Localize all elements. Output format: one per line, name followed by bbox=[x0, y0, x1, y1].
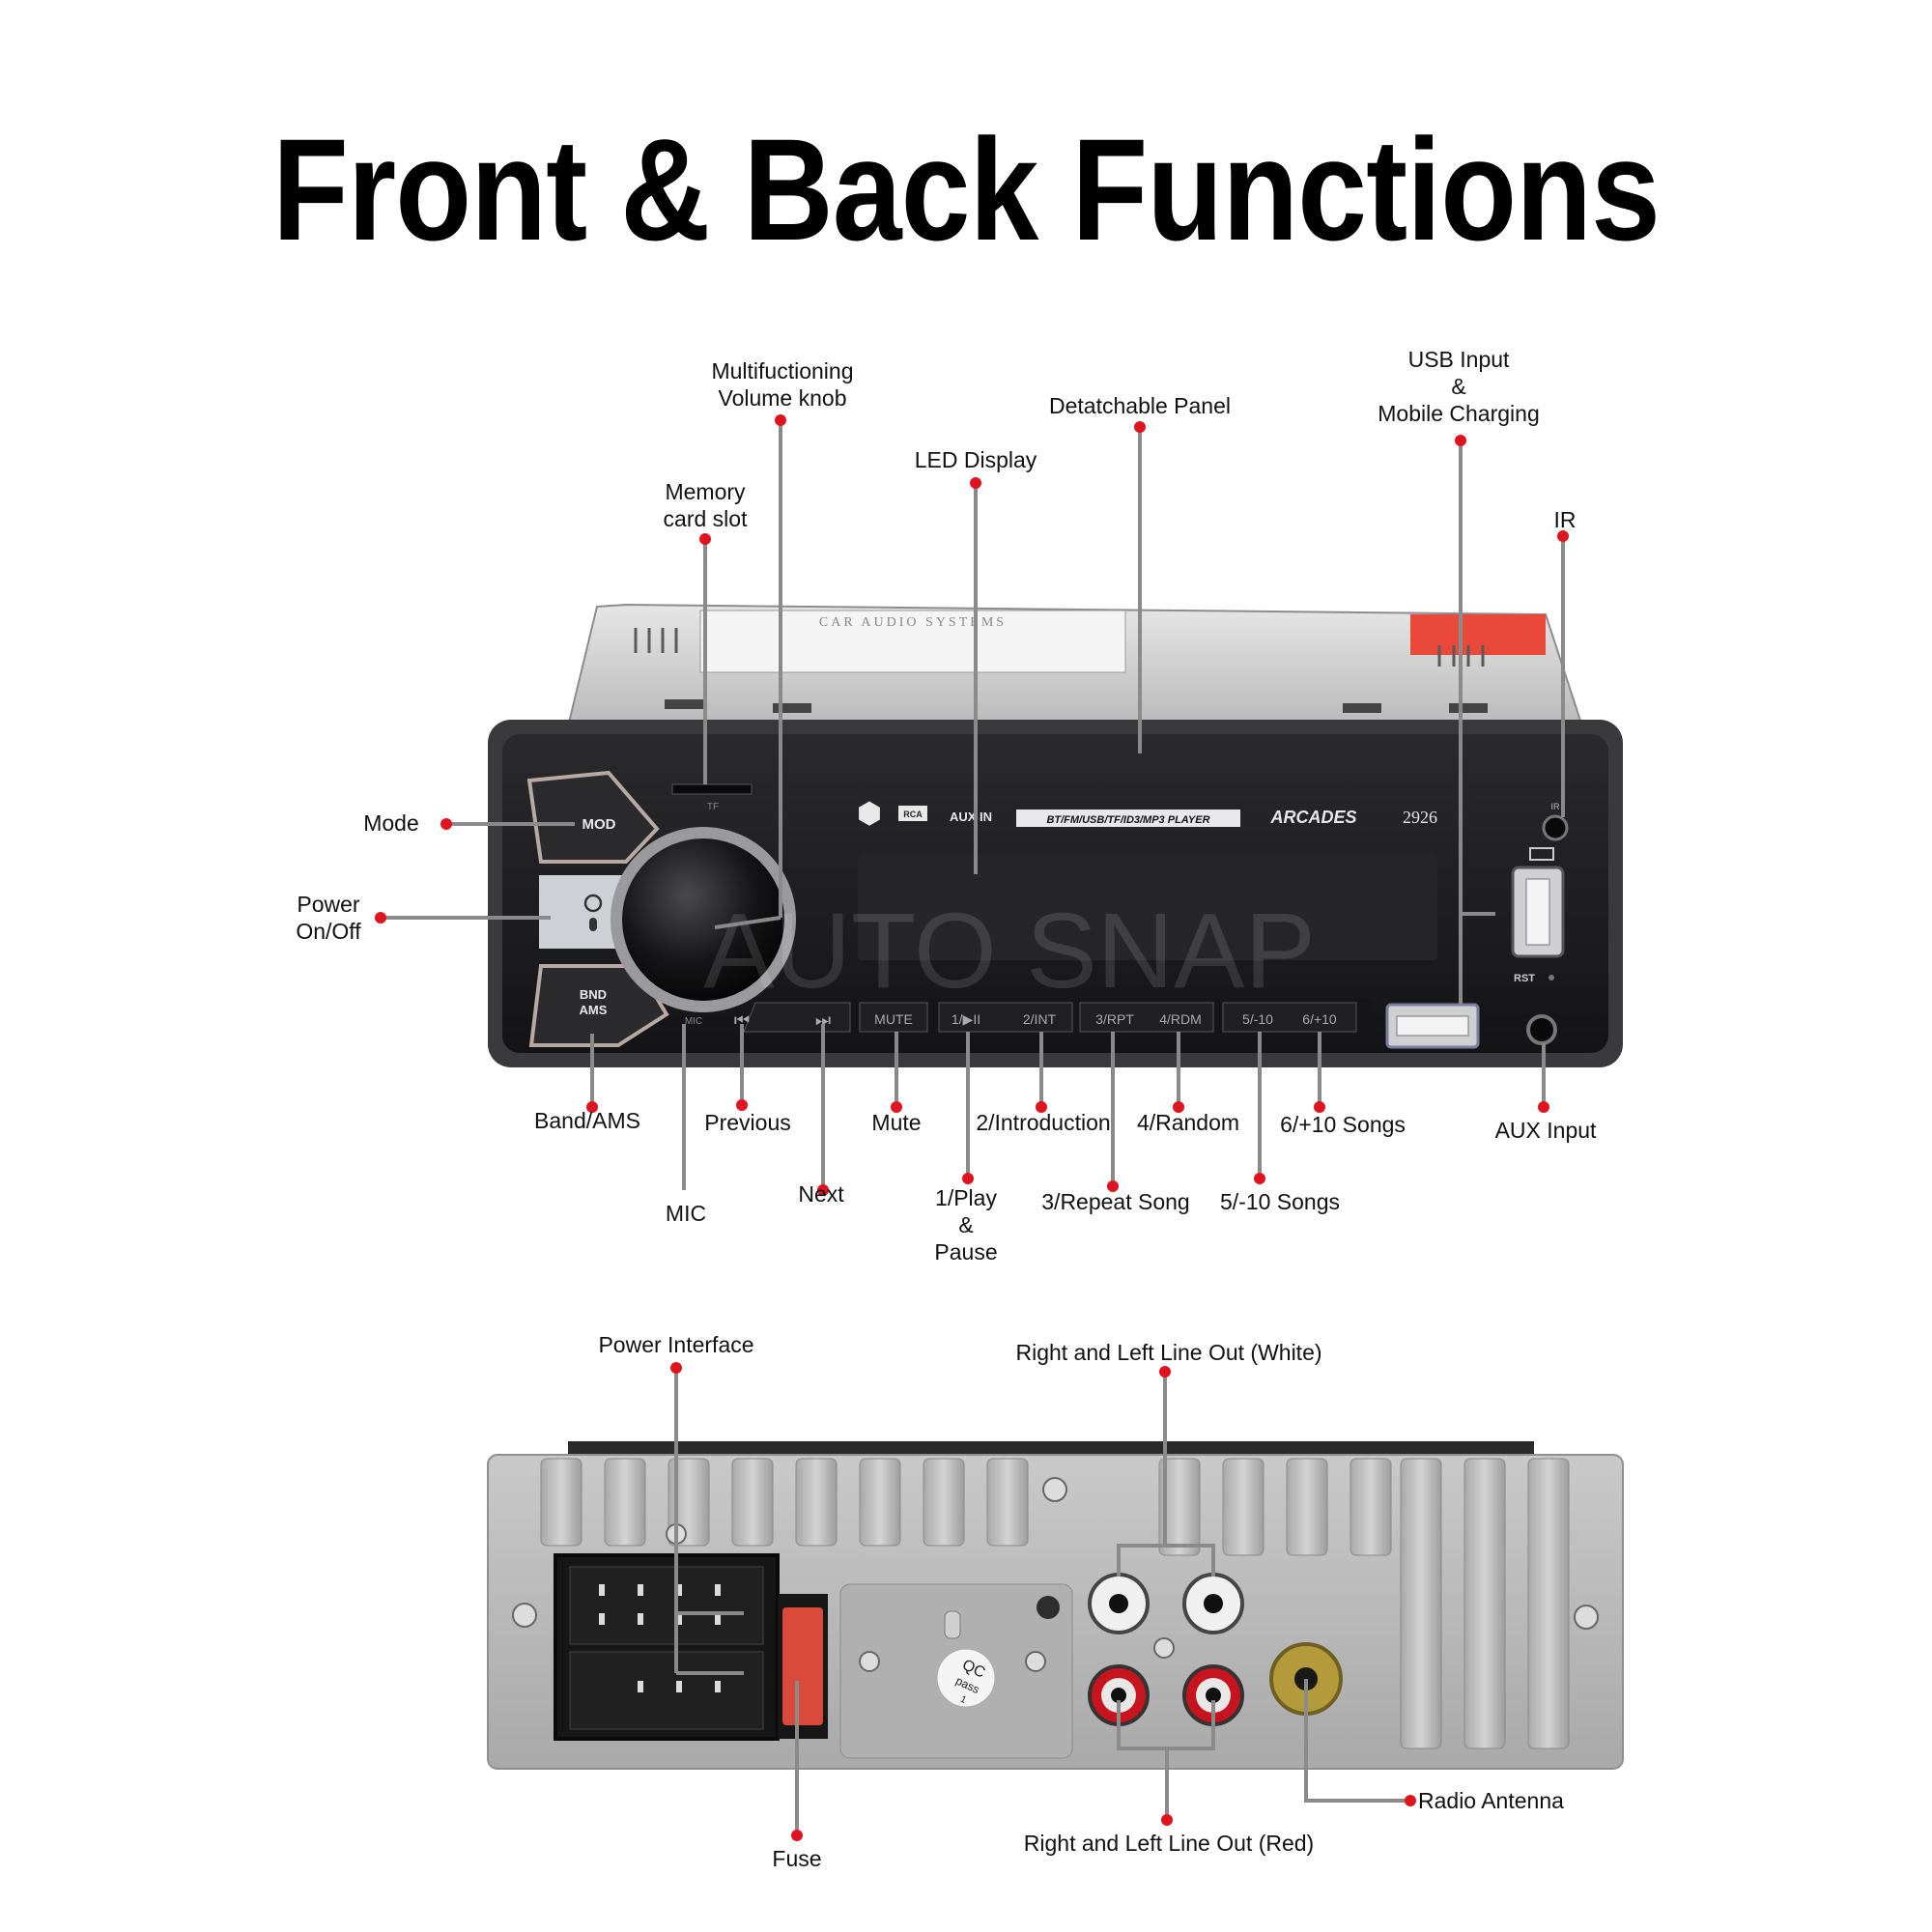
label-mic: MIC bbox=[665, 1201, 707, 1226]
label-usb-input: USB Input & Mobile Charging bbox=[1378, 347, 1540, 426]
player-text: BT/FM/USB/TF/ID3/MP3 PLAYER bbox=[1046, 814, 1209, 826]
label-volume-knob-line1: Multifuctioning bbox=[711, 358, 854, 384]
red-sticker bbox=[1410, 614, 1546, 655]
btn-6-label: 6/+10 bbox=[1302, 1011, 1337, 1027]
watermark: AUTO SNAP bbox=[703, 892, 1316, 1010]
page-title: Front & Back Functions bbox=[272, 108, 1661, 270]
label-band-ams: Band/AMS bbox=[534, 1108, 640, 1133]
next-icon: ⏭ bbox=[815, 1010, 831, 1030]
ir-text: IR bbox=[1551, 802, 1561, 811]
tf-label: TF bbox=[707, 802, 719, 812]
usb-port-upper-inner bbox=[1525, 878, 1550, 946]
mic-icon bbox=[589, 918, 597, 931]
ir-sensor bbox=[1542, 814, 1569, 841]
qc-text-3: 1 bbox=[958, 1694, 968, 1707]
label-volume-knob-line2: Volume knob bbox=[718, 385, 847, 411]
prev-icon: ⏮ bbox=[734, 1010, 750, 1030]
aux-icon-label: AUX IN bbox=[950, 810, 992, 824]
iso-connector-lower bbox=[569, 1651, 764, 1730]
android-icon: ⬢ bbox=[857, 798, 882, 830]
label-memory-card: Memory card slot bbox=[663, 479, 748, 531]
mod-button-label: MOD bbox=[582, 816, 616, 833]
back-unit: QC pass 1 bbox=[487, 1441, 1624, 1770]
prev-next-button[interactable] bbox=[743, 1002, 851, 1033]
btn-2-label: 2/INT bbox=[1023, 1011, 1057, 1027]
qc-sticker bbox=[936, 1648, 996, 1708]
heatsink-fins bbox=[540, 1458, 1570, 1749]
screws bbox=[512, 1477, 1599, 1672]
label-random: 4/Random bbox=[1136, 1110, 1240, 1135]
btn-1-label: 1/▶II bbox=[952, 1011, 980, 1027]
tf-card-slot bbox=[671, 783, 753, 795]
rca-white-left-hole bbox=[1204, 1594, 1223, 1613]
mic-label-on-panel: MIC bbox=[685, 1016, 702, 1027]
top-vents bbox=[634, 628, 1485, 667]
mute-button-label: MUTE bbox=[874, 1011, 913, 1027]
label-next: Next bbox=[798, 1181, 844, 1207]
label-play-pause: 1/Play & Pause bbox=[934, 1185, 998, 1264]
btn-3-label: 3/RPT bbox=[1095, 1011, 1134, 1027]
iso-connector-upper bbox=[569, 1566, 764, 1645]
mod-button[interactable] bbox=[526, 770, 660, 864]
btn-5-6[interactable] bbox=[1222, 1002, 1357, 1033]
rca-red-left-hole bbox=[1206, 1688, 1221, 1703]
top-label-text: CAR AUDIO SYSTEMS bbox=[819, 615, 1007, 630]
aux-port[interactable] bbox=[1526, 1014, 1557, 1045]
label-repeat: 3/Repeat Song bbox=[1041, 1189, 1190, 1214]
mount-hole bbox=[1037, 1596, 1060, 1619]
label-power-interface: Power Interface bbox=[598, 1332, 754, 1357]
bnd-button-label: BND bbox=[580, 987, 607, 1002]
label-line-out-white: Right and Left Line Out (White) bbox=[1015, 1340, 1322, 1365]
btn-4-label: 4/RDM bbox=[1159, 1011, 1202, 1027]
btn-5-label: 5/-10 bbox=[1242, 1011, 1273, 1027]
charge-icon bbox=[1529, 847, 1554, 861]
rst-label: RST bbox=[1514, 973, 1535, 984]
clip-slots bbox=[665, 699, 1488, 713]
front-unit: CAR AUDIO SYSTEMS MOD bbox=[488, 603, 1623, 1067]
model-label: 2926 bbox=[1403, 808, 1437, 827]
rca-red-right-hole bbox=[1111, 1688, 1126, 1703]
label-mode: Mode bbox=[363, 810, 419, 836]
label-plus10: 6/+10 Songs bbox=[1280, 1112, 1406, 1137]
label-mute: Mute bbox=[871, 1110, 922, 1135]
volume-knob[interactable] bbox=[622, 838, 784, 1001]
marker-dots bbox=[375, 414, 1569, 1841]
fuse bbox=[782, 1607, 823, 1725]
label-aux-input: AUX Input bbox=[1494, 1118, 1597, 1143]
label-introduction: 2/Introduction bbox=[976, 1110, 1111, 1135]
connector-pins bbox=[599, 1584, 721, 1692]
rca-white-right-hole bbox=[1109, 1594, 1128, 1613]
power-icon bbox=[583, 894, 603, 913]
label-minus10: 5/-10 Songs bbox=[1219, 1189, 1341, 1214]
ams-button-label: AMS bbox=[580, 1003, 608, 1017]
btn-3-4[interactable] bbox=[1079, 1002, 1214, 1033]
label-detachable-panel: Detatchable Panel bbox=[1049, 393, 1231, 418]
mute-button[interactable] bbox=[859, 1002, 928, 1033]
label-radio-antenna: Radio Antenna bbox=[1418, 1788, 1564, 1813]
leader-lines bbox=[381, 420, 1565, 1835]
label-line-out-red: Right and Left Line Out (Red) bbox=[1023, 1831, 1315, 1856]
small-switch bbox=[944, 1610, 961, 1639]
rst-hole[interactable] bbox=[1548, 975, 1554, 980]
label-volume-knob: Multifuctioning Volume knob bbox=[667, 357, 898, 412]
player-text-plate bbox=[1016, 810, 1240, 827]
back-top-strip bbox=[568, 1441, 1534, 1457]
bnd-ams-button[interactable] bbox=[528, 964, 669, 1047]
brand-label: ARCADES bbox=[1269, 808, 1356, 827]
label-ir: IR bbox=[1553, 507, 1577, 532]
btn-1-2[interactable] bbox=[938, 1002, 1073, 1033]
label-fuse: Fuse bbox=[772, 1846, 822, 1871]
rca-label: RCA bbox=[903, 810, 923, 819]
led-display bbox=[858, 854, 1437, 960]
usb-port-lower-inner bbox=[1396, 1015, 1469, 1037]
rca-icon bbox=[898, 806, 927, 821]
label-previous: Previous bbox=[704, 1110, 791, 1135]
label-led-display: LED Display bbox=[914, 447, 1037, 472]
top-label-plate bbox=[699, 610, 1126, 673]
label-power: Power On/Off bbox=[296, 892, 361, 944]
